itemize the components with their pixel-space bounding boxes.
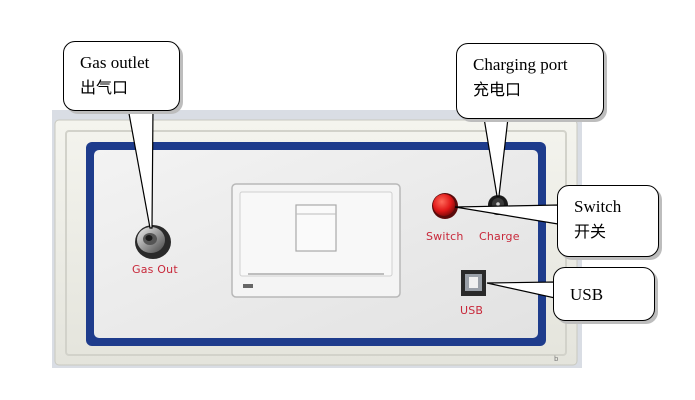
callout-charging-port-cn: 充电口 (473, 80, 522, 99)
callout-switch-cn: 开关 (574, 222, 607, 241)
usb-label: USB (460, 304, 484, 317)
printer-indicator (243, 284, 253, 288)
gas-out-connector (135, 225, 171, 259)
callout-gas-outlet-en: Gas outlet (80, 53, 150, 72)
corner-mark: b (554, 355, 559, 363)
callout-usb: USB (553, 267, 655, 321)
switch-button (432, 193, 458, 219)
callout-switch-en: Switch (574, 197, 622, 216)
callout-charging-port: Charging port 充电口 (456, 43, 604, 119)
printer-module (231, 183, 401, 298)
callout-charging-port-en: Charging port (473, 55, 568, 74)
callout-gas-outlet-cn: 出气口 (80, 78, 129, 97)
switch-label: Switch (426, 230, 464, 243)
gas-out-label: Gas Out (132, 263, 178, 276)
printer-door (295, 204, 337, 252)
callout-gas-outlet: Gas outlet 出气口 (63, 41, 180, 111)
charge-label: Charge (479, 230, 520, 243)
callout-switch: Switch 开关 (557, 185, 659, 257)
usb-port (461, 270, 486, 296)
callout-usb-en: USB (570, 285, 604, 304)
